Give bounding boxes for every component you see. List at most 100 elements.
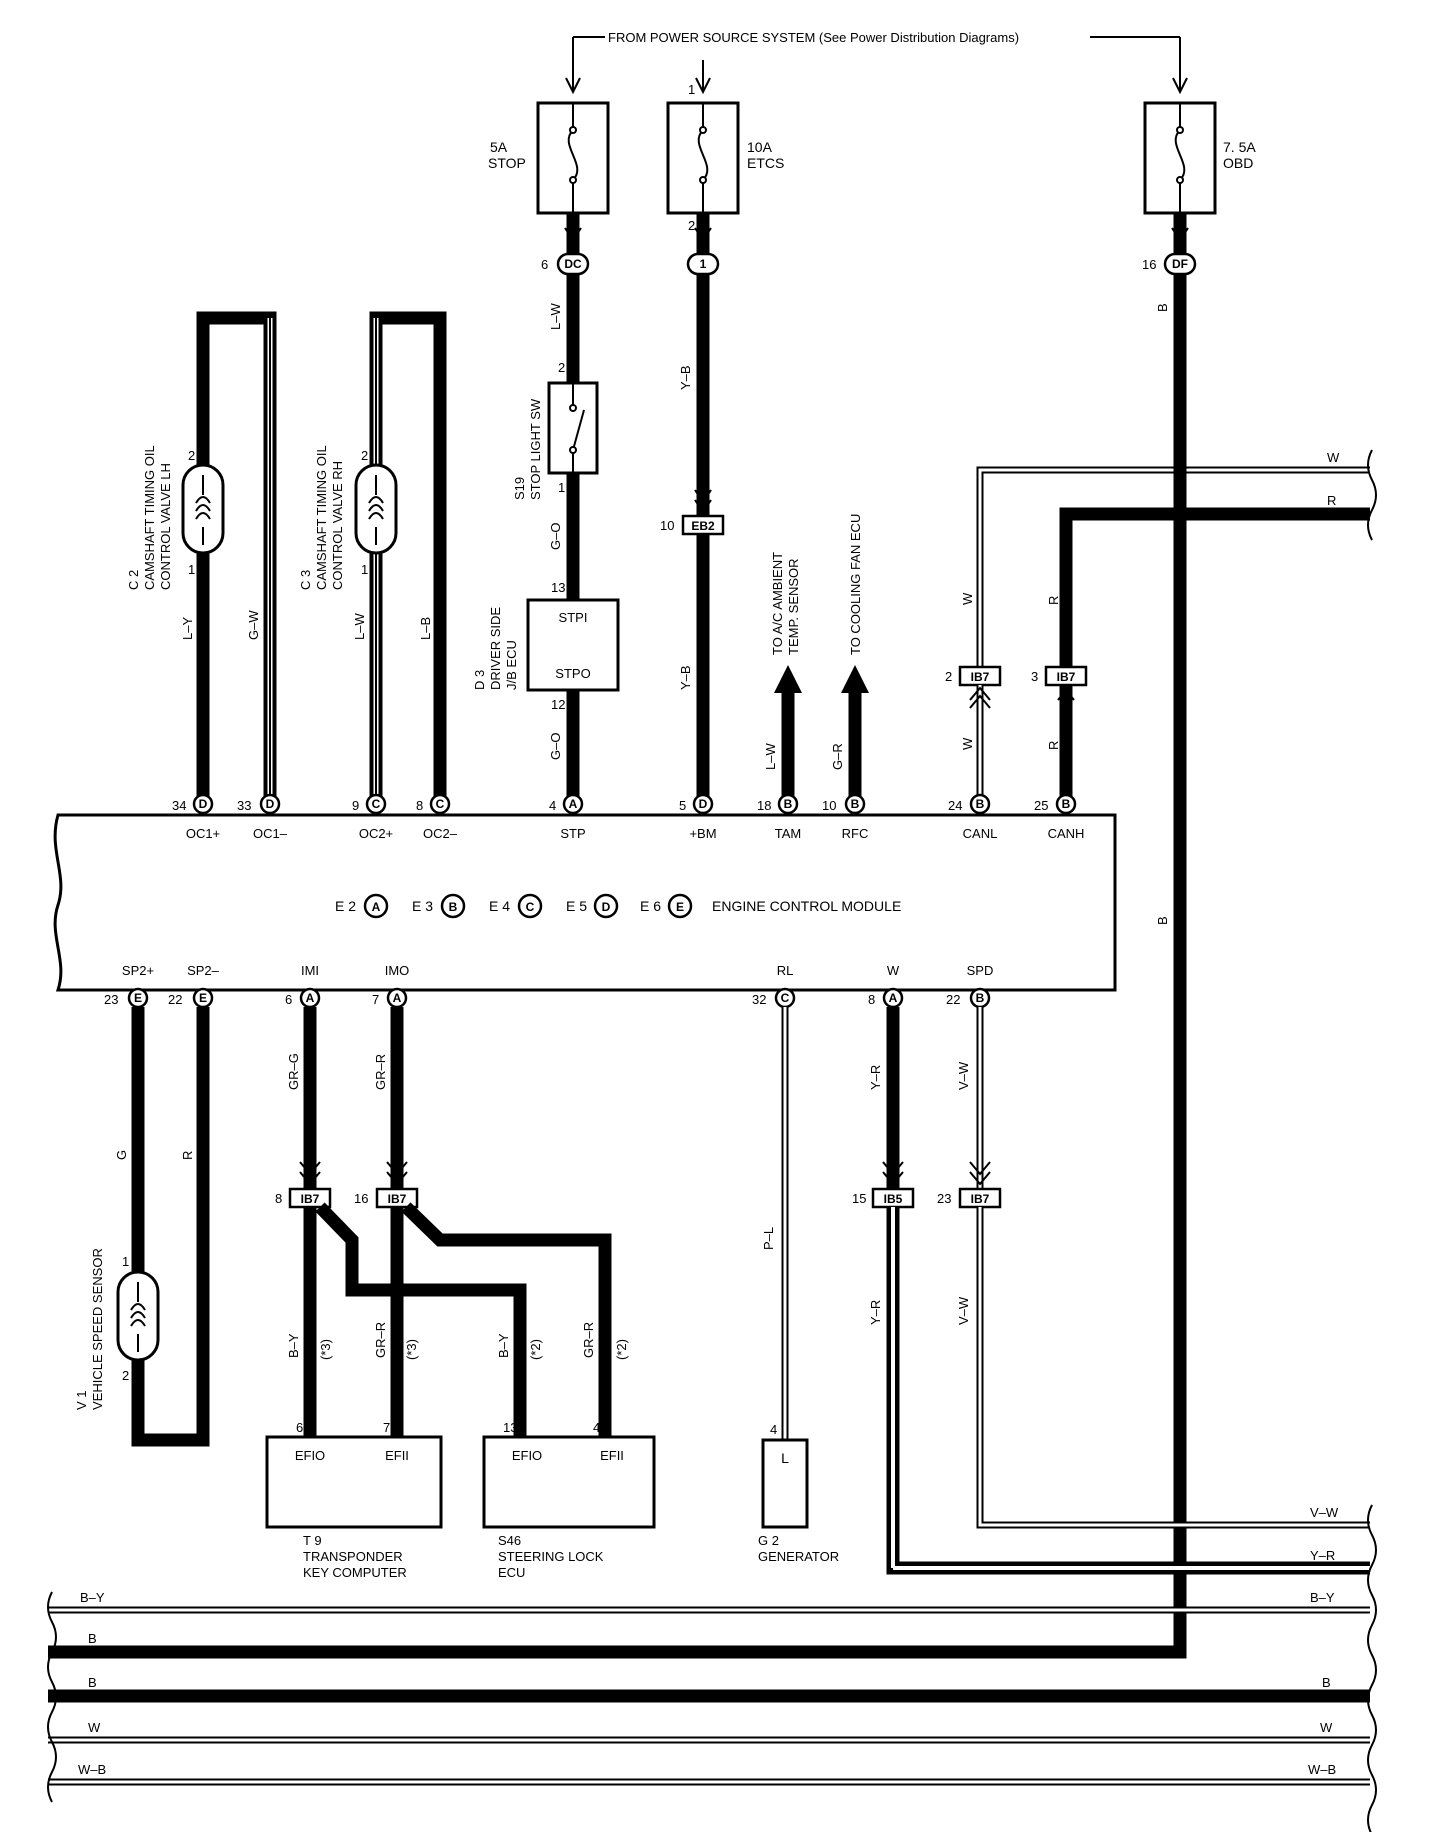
s19-name: STOP LIGHT SW <box>528 398 543 500</box>
pin-num: 18 <box>757 798 771 813</box>
transponder-key-computer: EFIO EFII 6 7 T 9 TRANSPONDER KEY COMPUT… <box>265 1420 443 1580</box>
pin-num: 7 <box>383 1420 390 1435</box>
wire-color-label: Y–B <box>678 365 693 390</box>
ecm-pin-oc1-plus: D 34 OC1+ <box>172 793 220 841</box>
wire-color-label: B–Y <box>80 1590 105 1605</box>
d3-name-1: DRIVER SIDE <box>488 607 503 690</box>
wire-color-label: G–R <box>830 743 845 770</box>
wire-color-label: L–W <box>352 613 367 640</box>
g2-pin-l: L <box>781 1450 789 1466</box>
c3-name-1: CAMSHAFT TIMING OIL <box>314 445 329 590</box>
ecm-top-pins: D 34 OC1+ D 33 OC1– C 9 OC2+ C 8 OC2– A … <box>172 793 1085 841</box>
pin-name: W <box>887 963 900 978</box>
c2-name-1: CAMSHAFT TIMING OIL <box>142 445 157 590</box>
pin-num: 7 <box>372 992 379 1007</box>
s46-pin-efio: EFIO <box>512 1448 542 1463</box>
s46-name-2: ECU <box>498 1565 525 1580</box>
wire-color-label: GR–R <box>373 1322 388 1358</box>
wire-note: (*2) <box>614 1339 629 1360</box>
pin-num: 33 <box>237 798 251 813</box>
junction-num: 15 <box>852 1191 866 1206</box>
pin-num: 4 <box>770 1422 777 1437</box>
pin-num: 32 <box>752 992 766 1007</box>
pin-num: 25 <box>1034 798 1048 813</box>
power-source-header: FROM POWER SOURCE SYSTEM (See Power Dist… <box>565 30 1188 95</box>
ecm-conn-code: A <box>372 900 381 914</box>
fuse-obd: 7. 5A OBD <box>1143 101 1256 215</box>
wire-color-label: L–W <box>763 743 778 770</box>
pin-name: CANH <box>1048 826 1085 841</box>
pin-num: 1 <box>188 562 195 577</box>
ecm-conn-label: E 5 <box>566 898 587 914</box>
power-header-text: FROM POWER SOURCE SYSTEM (See Power Dist… <box>608 30 1019 45</box>
d3-pin-stpi: STPI <box>559 610 588 625</box>
wire-color-label: B–Y <box>496 1333 511 1358</box>
pin-num: 8 <box>416 798 423 813</box>
s46-name-1: STEERING LOCK <box>498 1549 604 1564</box>
pin-name: IMI <box>301 963 319 978</box>
junction-code: IB7 <box>388 1192 407 1206</box>
wire-color-label: L–B <box>418 617 433 640</box>
c2-code: C 2 <box>126 570 141 590</box>
wire-color-label: R <box>1046 741 1061 750</box>
pin-num: 1 <box>688 82 695 97</box>
pin-code: A <box>889 991 898 1005</box>
pin-code: A <box>393 991 402 1005</box>
wire-color-label: GR–G <box>286 1053 301 1090</box>
ecm-pin-imi: IMI A 6 <box>285 963 321 1009</box>
pin-num: 4 <box>549 798 556 813</box>
wire-color-label: G–W <box>246 610 261 640</box>
pin-num: 6 <box>285 992 292 1007</box>
wire-color-label: V–W <box>956 1296 971 1325</box>
camshaft-valve-lh: 2 1 <box>181 311 277 798</box>
junction-code: IB7 <box>971 670 990 684</box>
pin-code: E <box>134 991 142 1005</box>
junction-ib7-3: IB7 3 <box>1031 665 1088 687</box>
pin-num: 9 <box>352 798 359 813</box>
wire-color-label: L–Y <box>180 617 195 640</box>
ecm-pin-oc1-minus: D 33 OC1– <box>237 793 288 841</box>
to-ac-label-2: TEMP. SENSOR <box>786 558 801 655</box>
wire-color-label: W <box>1327 450 1340 465</box>
ecm-pin-sp2-minus: SP2– E 22 <box>168 963 220 1009</box>
fuse-stop-amp: 5A <box>490 139 508 155</box>
pin-code: C <box>436 797 445 811</box>
pin-num: 2 <box>122 1368 129 1383</box>
junction-dc: DC 6 <box>541 252 590 276</box>
wire-color-label: R <box>180 1151 195 1160</box>
wire-note: (*3) <box>318 1339 333 1360</box>
wire-color-label: W–B <box>78 1762 106 1777</box>
pin-num: 1 <box>558 480 565 495</box>
junction-code: IB7 <box>301 1192 320 1206</box>
pin-name: RL <box>777 963 794 978</box>
junction-num: 23 <box>937 1191 951 1206</box>
ecm-pin-stp: A 4 STP <box>549 793 586 841</box>
wire-color-label: B–Y <box>286 1333 301 1358</box>
d3-code: D 3 <box>472 670 487 690</box>
wire-color-label: W–B <box>1308 1762 1336 1777</box>
wire-color-label: B–Y <box>1310 1590 1335 1605</box>
pin-code: B <box>784 797 793 811</box>
t9-name-1: TRANSPONDER <box>303 1549 403 1564</box>
junction-ib7-16: IB7 16 <box>354 1187 419 1209</box>
junction-num: 2 <box>945 669 952 684</box>
pin-code: D <box>266 797 275 811</box>
wire-color-label: R <box>1327 493 1336 508</box>
wire-color-label: W <box>1320 1720 1333 1735</box>
pin-code: B <box>976 797 985 811</box>
junction-code: 1 <box>700 257 707 271</box>
c3-code: C 3 <box>298 570 313 590</box>
pin-num: 22 <box>168 992 182 1007</box>
ecm-pin-oc2-plus: C 9 OC2+ <box>352 793 393 841</box>
fuse-etcs-amp: 10A <box>747 139 773 155</box>
pin-name: OC1– <box>253 826 288 841</box>
pin-name: +BM <box>689 826 716 841</box>
driver-side-jb-ecu: STPI STPO <box>526 598 620 692</box>
fuse-stop: 5A STOP <box>488 101 610 215</box>
s19-code: S19 <box>512 477 527 500</box>
engine-control-module: ENGINE CONTROL MODULE E 2 A E 3 B E 4 C … <box>53 813 1117 992</box>
pin-num: 22 <box>946 992 960 1007</box>
pin-name: SP2+ <box>122 963 154 978</box>
bus-lines: B–Y B–Y B B B W W W–B W–B <box>48 1590 1370 1786</box>
